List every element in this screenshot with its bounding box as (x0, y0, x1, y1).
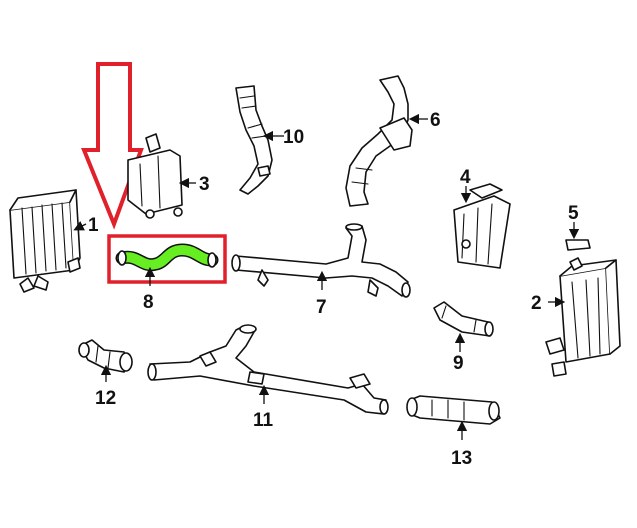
callout-9: 9 (453, 353, 464, 374)
part-1-intercooler[interactable] (9, 189, 81, 293)
callout-4: 4 (460, 167, 471, 188)
part-7-tube[interactable] (231, 223, 411, 298)
part-9-hose[interactable] (433, 301, 494, 337)
callout-5: 5 (568, 203, 579, 224)
part-11-tube[interactable] (147, 324, 389, 415)
highlight-box (107, 234, 227, 284)
part-8-hose[interactable] (115, 243, 219, 272)
part-4-cooler[interactable] (453, 183, 511, 269)
part-10-hose[interactable] (235, 85, 273, 195)
callout-10: 10 (283, 127, 304, 148)
callout-6: 6 (430, 110, 441, 131)
callout-1: 1 (88, 215, 99, 236)
callout-7: 7 (316, 297, 327, 318)
callout-13: 13 (451, 448, 472, 469)
callout-3: 3 (199, 174, 210, 195)
part-5-clip[interactable] (565, 239, 591, 251)
part-6-duct[interactable] (345, 75, 413, 207)
callout-12: 12 (95, 388, 116, 409)
callout-2: 2 (531, 293, 542, 314)
part-3-bracket[interactable] (127, 133, 183, 219)
callout-8: 8 (143, 292, 154, 313)
part-12-coupler[interactable] (78, 339, 133, 373)
part-13-hose[interactable] (406, 395, 501, 425)
part-2-intercooler[interactable] (545, 257, 621, 377)
callout-11: 11 (253, 410, 274, 431)
